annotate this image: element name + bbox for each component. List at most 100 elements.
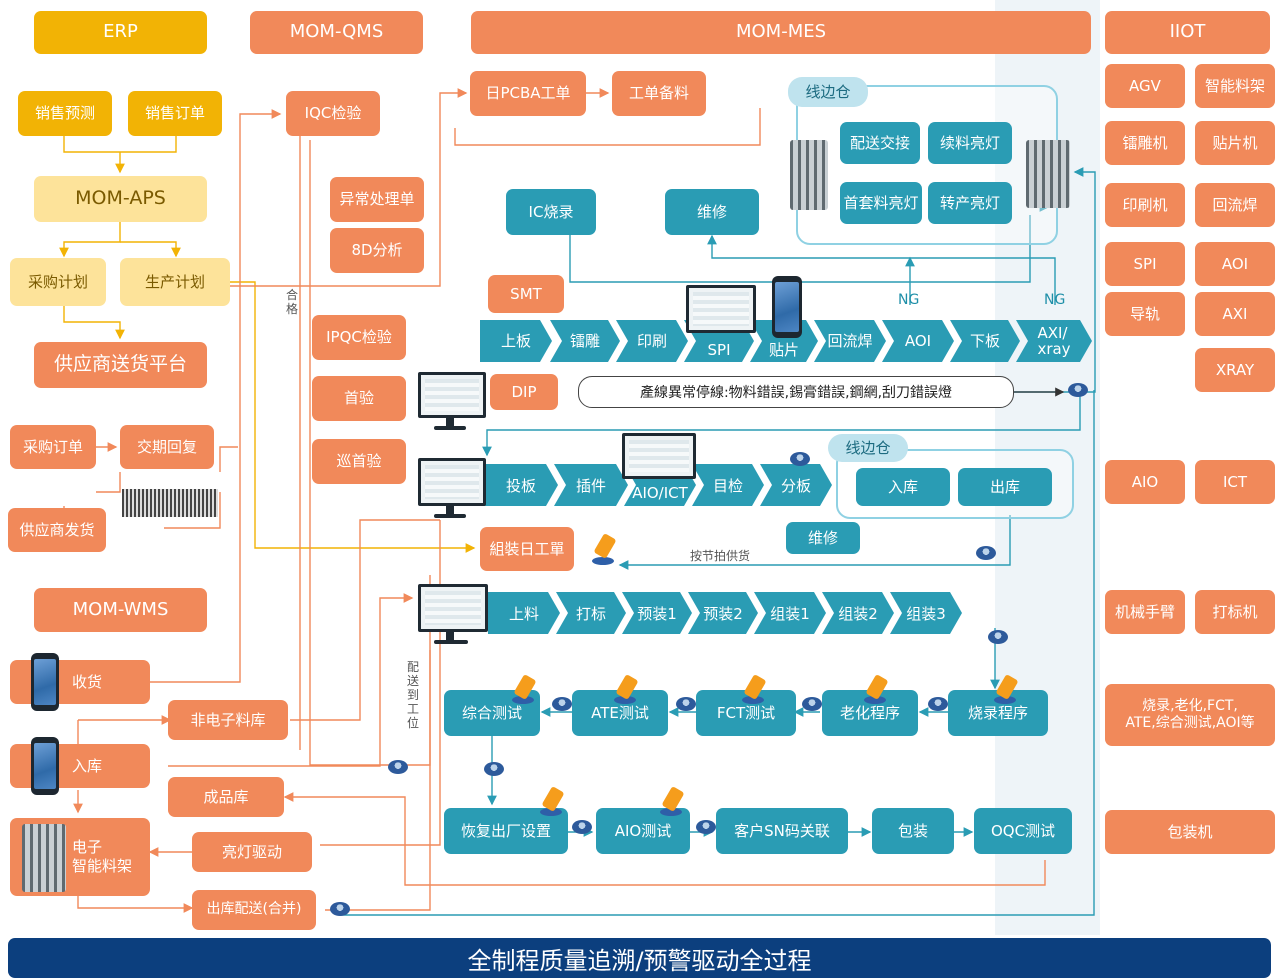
robot-arm-icon [590,532,618,565]
iiot-device[interactable]: SPI [1105,242,1185,286]
robot-arm-icon [740,673,767,704]
dip-step[interactable]: 目检 [692,464,764,506]
robot-arm-icon [658,785,685,816]
handover-box[interactable]: 配送交接 [840,122,920,164]
assembly-step[interactable]: 上料 [488,592,560,634]
iiot-device[interactable]: 回流焊 [1195,183,1275,227]
repair-box[interactable]: 维修 [665,189,759,235]
line-store-label: 线边仓 [788,77,868,107]
sales-order-box[interactable]: 销售订单 [128,91,222,136]
sensor-icon [484,762,504,776]
iiot-device[interactable]: XRAY [1195,348,1275,392]
smt-step[interactable]: 回流焊 [814,320,886,362]
erp-header: ERP [34,11,207,54]
barcode-label-image [122,489,218,517]
smt-step[interactable]: 下板 [950,320,1020,362]
shelf-rack-image [22,824,66,892]
light-drive-box[interactable]: 亮灯驱动 [192,832,312,872]
qms-header: MOM-QMS [250,11,423,54]
8d-analysis-box[interactable]: 8D分析 [330,228,424,273]
test-station[interactable]: OQC测试 [974,808,1072,854]
in-store-box[interactable]: 入库 [856,468,950,506]
sensor-icon [988,630,1008,644]
robot-arm-icon [538,785,565,816]
iiot-device[interactable]: AOI [1195,242,1275,286]
iiot-device[interactable]: 贴片机 [1195,121,1275,165]
assembly-step[interactable]: 组装3 [890,592,962,634]
iiot-device[interactable]: ICT [1195,460,1275,504]
sensor-icon [552,697,572,711]
iqc-box[interactable]: IQC检验 [286,91,380,136]
sensor-icon [1068,383,1088,397]
dip-step[interactable]: 插件 [554,464,628,506]
supplier-platform-box[interactable]: 供应商送货平台 [34,342,207,388]
finished-goods-store-box[interactable]: 成品库 [168,777,284,817]
test-station[interactable]: 客户SN码关联 [716,808,848,854]
non-electronic-store-box[interactable]: 非电子料库 [168,700,288,740]
patrol-check-box[interactable]: 巡首验 [312,439,406,484]
purchase-plan-box[interactable]: 采购计划 [10,258,106,306]
ic-burn-box[interactable]: IC烧录 [506,189,596,235]
takt-supply-label: 按节拍供货 [690,549,751,563]
ng-label: NG [898,292,920,308]
deliver-to-station-label: 配送到工位 [406,660,419,730]
first-check-box[interactable]: 首验 [312,376,406,421]
out-store-box[interactable]: 出库 [958,468,1052,506]
iiot-device[interactable]: AIO [1105,460,1185,504]
iiot-header: IIOT [1105,11,1270,54]
supplier-ship-box[interactable]: 供应商发货 [8,508,106,552]
production-plan-box[interactable]: 生产计划 [120,258,230,306]
line-store-label-2: 线边仓 [828,434,908,462]
assembly-step[interactable]: 组装2 [822,592,894,634]
line-store-frame [796,85,1058,245]
material-prep-box[interactable]: 工单备料 [612,71,706,116]
repair-box-2[interactable]: 维修 [786,522,860,554]
pcba-order-box[interactable]: 日PCBA工单 [470,71,586,116]
ng-label: NG [1044,292,1066,308]
dip-step[interactable]: 投板 [484,464,558,506]
pass-label: 合格 [285,288,298,316]
ipqc-box[interactable]: IPQC检验 [312,315,406,360]
iiot-device[interactable]: 镭雕机 [1105,121,1185,165]
shelf-rack-image [790,140,828,210]
iiot-device[interactable]: 导轨 [1105,292,1185,336]
iiot-device[interactable]: 打标机 [1195,590,1275,634]
smt-step[interactable]: 上板 [480,320,552,362]
wms-header: MOM-WMS [34,588,207,632]
changeover-light-box[interactable]: 转产亮灯 [928,182,1012,224]
purchase-order-box[interactable]: 采购订单 [10,425,96,469]
iiot-device[interactable]: 印刷机 [1105,183,1185,227]
mobile-phone-icon [31,653,59,711]
test-equipment-box[interactable]: 烧录,老化,FCT, ATE,综合测试,AOI等 [1105,684,1275,746]
robot-arm-icon [992,673,1019,704]
dip-step[interactable]: 分板 [760,464,832,506]
test-station[interactable]: 包装 [872,808,954,854]
dip-box: DIP [490,374,558,410]
sales-forecast-box[interactable]: 销售预测 [18,91,112,136]
packer-box[interactable]: 包装机 [1105,810,1275,854]
iiot-device[interactable]: AGV [1105,64,1185,108]
sensor-icon [572,820,592,834]
assembly-step[interactable]: 组装1 [754,592,826,634]
first-set-light-box[interactable]: 首套料亮灯 [840,182,922,224]
smt-step[interactable]: 印刷 [616,320,688,362]
smt-step[interactable]: AXI/ xray [1016,320,1092,362]
exception-box[interactable]: 异常处理单 [330,177,424,222]
sensor-icon [790,452,810,466]
refill-light-box[interactable]: 续料亮灯 [928,122,1012,164]
smt-step[interactable]: AOI [882,320,954,362]
line-stop-alarm-box: 產線異常停線:物料錯誤,錫膏錯誤,鋼網,刮刀錯誤燈 [578,376,1014,408]
test-station[interactable]: 综合测试 [444,690,540,736]
mobile-phone-icon [772,276,802,338]
iiot-device[interactable]: 智能料架 [1195,64,1275,108]
iiot-device[interactable]: 机械手臂 [1105,590,1185,634]
aps-box[interactable]: MOM-APS [34,176,207,222]
robot-arm-icon [612,673,639,704]
outbound-delivery-box[interactable]: 出库配送(合并) [192,890,316,930]
assembly-order-box[interactable]: 組裝日工單 [480,527,574,571]
delivery-reply-box[interactable]: 交期回复 [120,425,214,469]
sensor-icon [928,697,948,711]
iiot-device[interactable]: AXI [1195,292,1275,336]
sensor-icon [696,820,716,834]
traceability-banner: 全制程质量追溯/预警驱动全过程 [8,938,1271,978]
